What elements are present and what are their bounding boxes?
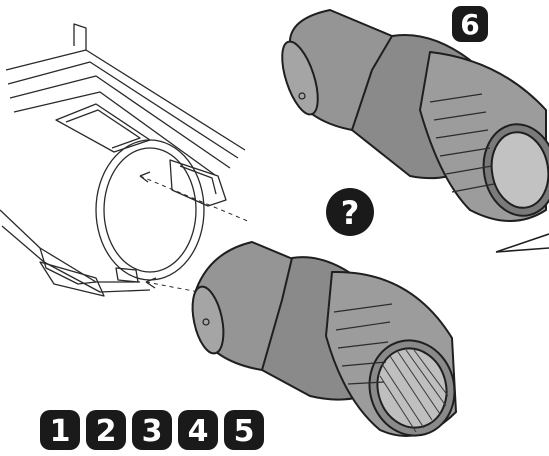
candidate-part-6 [281,9,549,222]
option-6-text: 6 [460,8,479,41]
sequence-badge-3: 3 [132,410,172,450]
sequence-1-text: 1 [50,414,71,449]
sequence-badge-2: 2 [86,410,126,450]
sequence-5-text: 5 [234,414,255,449]
sequence-4-text: 4 [188,414,209,449]
option-badge-6: 6 [452,6,488,42]
question-mark-text: ? [341,194,360,232]
sequence-badge-5: 5 [224,410,264,450]
mounting-bracket [0,23,251,297]
sequence-badges: 1 2 3 4 5 [40,410,264,450]
sequence-badge-4: 4 [178,410,218,450]
sequence-2-text: 2 [96,414,117,449]
question-badge: ? [326,188,374,236]
pointer-mark [495,233,549,253]
sequence-badge-1: 1 [40,410,80,450]
sample-part [191,241,457,437]
sequence-3-text: 3 [142,414,163,449]
